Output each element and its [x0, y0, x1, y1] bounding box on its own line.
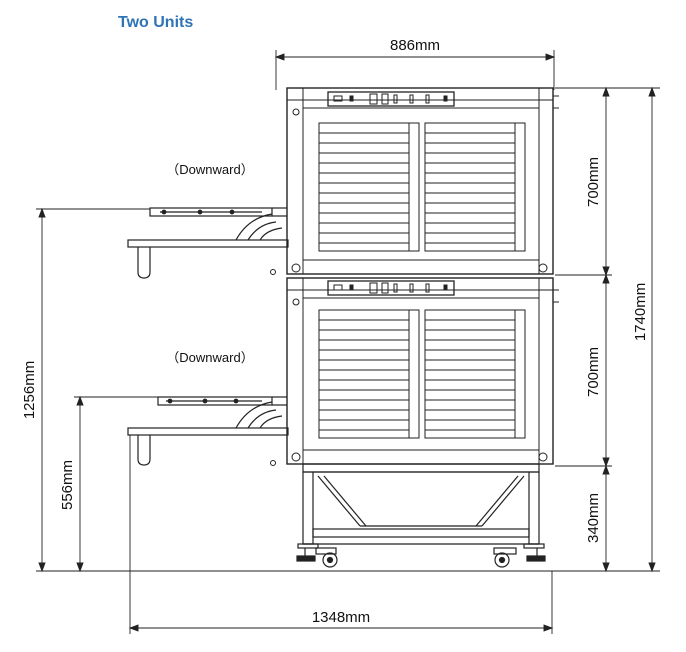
right-caster: [493, 543, 546, 568]
total-height-label: 1740mm: [632, 283, 649, 341]
upper-unit-height-label: 700mm: [585, 157, 602, 207]
lower-oven-unit: [286, 277, 559, 465]
lower-unit-height-label: 700mm: [585, 347, 602, 397]
dimension-lines: [36, 50, 660, 634]
upper-louvers: [318, 122, 526, 252]
oven-stand: [296, 463, 546, 568]
left-caster: [296, 543, 338, 568]
upper-direction-note: （Downward）: [166, 162, 253, 177]
lower-louvers: [318, 309, 526, 439]
stand-height-label: 340mm: [585, 493, 602, 543]
upper-conveyor-height-label: 1256mm: [21, 361, 38, 419]
upper-conveyor: [127, 207, 289, 279]
diagram-title: Two Units: [118, 14, 194, 31]
lower-conveyor-height-label: 556mm: [59, 460, 76, 510]
upper-side-knob: [270, 269, 276, 275]
lower-conveyor: [127, 396, 289, 466]
lower-direction-note: （Downward）: [166, 350, 253, 365]
upper-control-panel: [327, 91, 455, 107]
lower-side-knob: [270, 460, 276, 466]
lower-control-panel: [327, 280, 455, 296]
overall-length-label: 1348mm: [312, 609, 370, 626]
top-width-label: 886mm: [390, 37, 440, 54]
upper-oven-unit: [286, 87, 559, 275]
